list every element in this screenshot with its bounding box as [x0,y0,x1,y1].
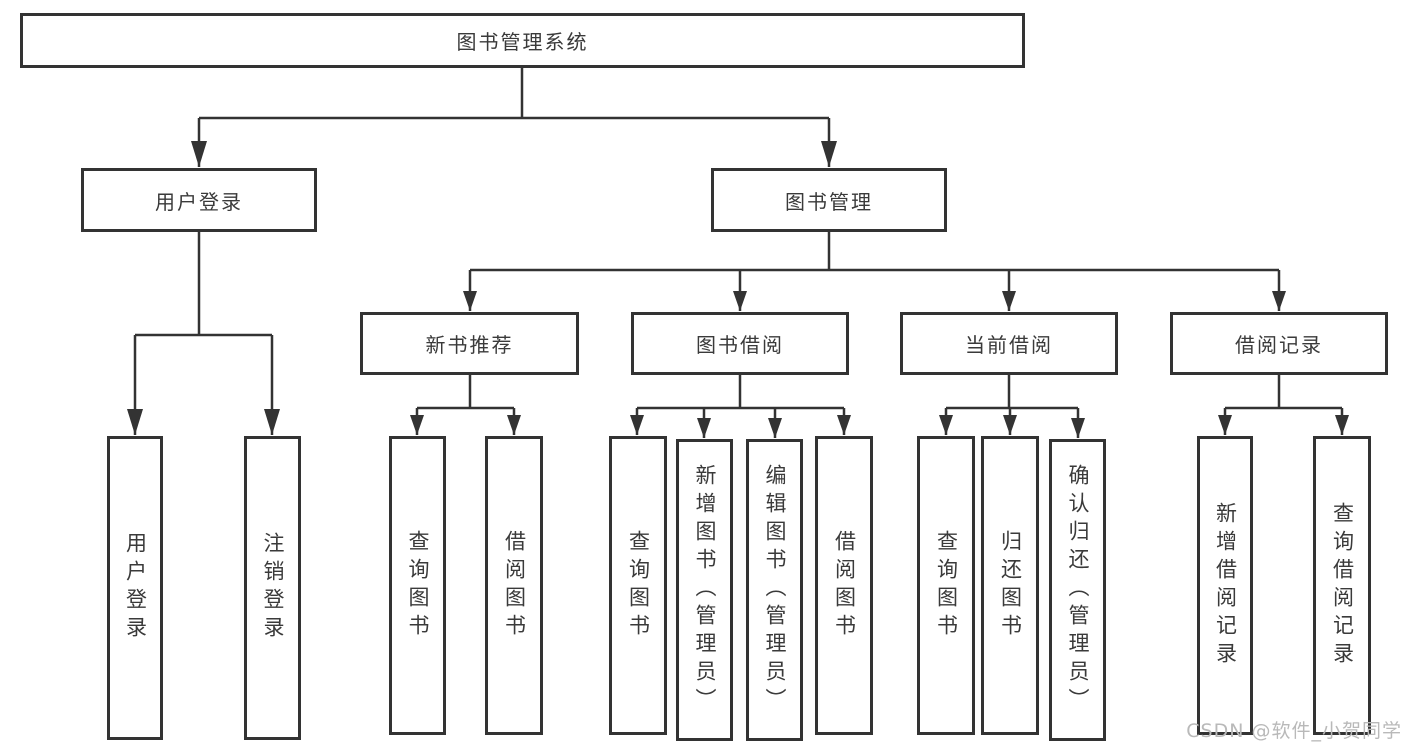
leaf-recommend-borrow-books: 借阅图书 [485,436,543,735]
leaf-logout-login: 注销登录 [244,436,301,740]
leaf-borrow-add-books-admin: 新增图书（管理员） [676,439,733,741]
node-library-system: 图书管理系统 [20,13,1025,68]
leaf-label: 新增图书（管理员） [693,464,717,716]
node-current-borrowing: 当前借阅 [900,312,1118,375]
node-label: 借阅记录 [1235,333,1323,357]
node-book-management: 图书管理 [711,168,947,232]
leaf-label: 确认归还（管理员） [1066,464,1090,716]
node-label: 图书借阅 [696,333,784,357]
leaf-label: 注销登录 [261,532,285,644]
leaf-borrow-edit-books-admin: 编辑图书（管理员） [746,439,803,741]
node-label: 图书管理系统 [456,30,589,54]
node-label: 当前借阅 [965,333,1053,357]
leaf-records-query-record: 查询借阅记录 [1313,436,1371,735]
leaf-current-query-books: 查询图书 [917,436,975,735]
node-label: 新书推荐 [425,333,514,357]
node-book-borrowing: 图书借阅 [631,312,849,375]
leaf-label: 查询借阅记录 [1330,501,1355,670]
leaf-label: 查询图书 [626,529,651,642]
node-label: 用户登录 [155,189,243,214]
watermark-text: CSDN @软件_小贺同学 [1186,720,1402,742]
leaf-label: 借阅图书 [832,529,857,642]
leaf-label: 用户登录 [123,532,148,644]
leaf-label: 归还图书 [998,529,1023,642]
leaf-label: 查询图书 [406,529,430,642]
node-new-book-recommend: 新书推荐 [360,312,579,375]
node-user-login: 用户登录 [81,168,317,232]
leaf-borrow-query-books: 查询图书 [609,436,667,735]
leaf-label: 编辑图书（管理员） [763,464,787,716]
leaf-label: 借阅图书 [502,529,527,642]
leaf-borrow-borrow-books: 借阅图书 [815,436,873,735]
leaf-current-confirm-return-admin: 确认归还（管理员） [1049,439,1106,741]
leaf-recommend-query-books: 查询图书 [389,436,446,735]
leaf-label: 新增借阅记录 [1213,501,1238,670]
node-borrowing-records: 借阅记录 [1170,312,1388,375]
leaf-user-login: 用户登录 [107,436,163,740]
leaf-records-add-record: 新增借阅记录 [1197,436,1253,735]
leaf-current-return-books: 归还图书 [981,436,1039,735]
leaf-label: 查询图书 [934,529,959,642]
node-label: 图书管理 [785,189,873,214]
